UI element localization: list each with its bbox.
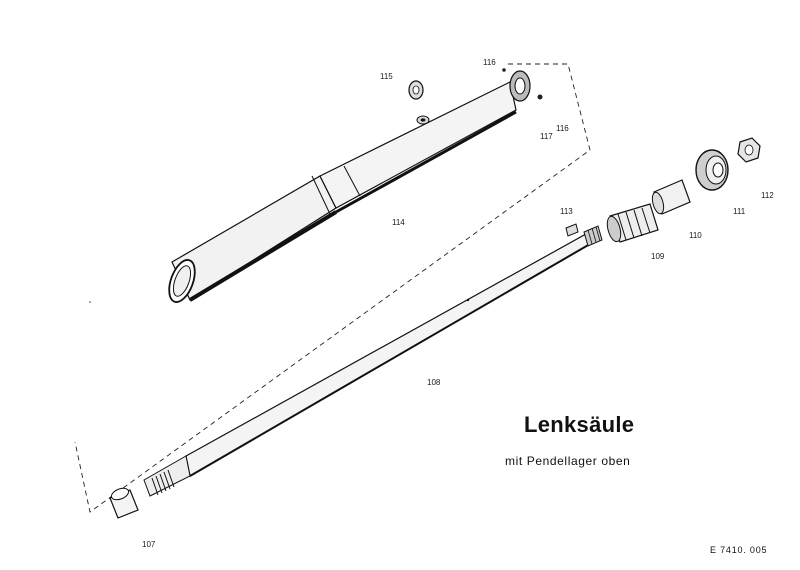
- pendulum-bearing-111: [695, 149, 729, 191]
- spline-sleeve-109: [606, 203, 659, 243]
- assembly-dashed-line: [74, 63, 591, 513]
- part-label-107: 107: [142, 540, 156, 549]
- sleeve-107: [109, 487, 139, 519]
- part-label-113: 113: [560, 207, 573, 216]
- part-label-114: 114: [392, 218, 405, 227]
- part-label-108: 108: [427, 378, 441, 387]
- part-label-117: 117: [540, 132, 553, 141]
- column-tube-114: [168, 81, 517, 303]
- spacer-110: [651, 179, 691, 215]
- grommet-115: [408, 80, 424, 100]
- part-label-109: 109: [651, 252, 665, 261]
- diagram-title: Lenksäule: [524, 412, 635, 437]
- part-label-110: 110: [689, 231, 702, 240]
- part-label-112: 112: [761, 191, 774, 200]
- part-label-115: 115: [380, 72, 393, 81]
- document-number: E 7410. 005: [710, 545, 768, 555]
- diagram-subtitle: mit Pendellager oben: [505, 454, 631, 468]
- part-label-116-top: 116: [483, 58, 496, 67]
- part-label-111: 111: [733, 207, 746, 216]
- part-label-116: 116: [556, 124, 569, 133]
- nut-112: [737, 137, 761, 163]
- bearing-ring-116: [502, 68, 543, 102]
- key-113: [565, 223, 579, 237]
- steering-shaft-108: [143, 225, 603, 497]
